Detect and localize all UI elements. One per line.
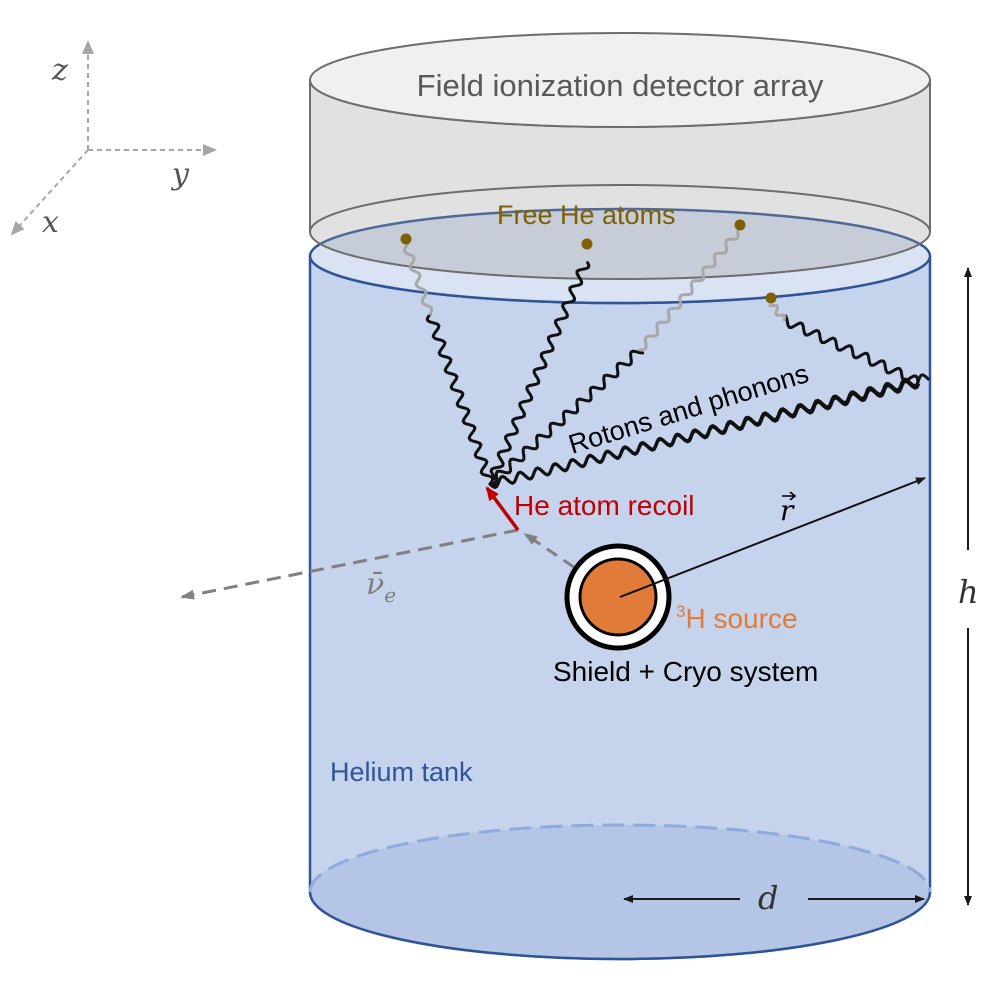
radius-vector: r (619, 477, 926, 598)
height-dimension: h (958, 267, 979, 906)
neutrino-path: ν̄e (180, 528, 591, 607)
helium-tank (308, 207, 932, 961)
tank-bottom-fill (310, 825, 930, 959)
coordinate-axes: z y x (10, 40, 217, 240)
free-atom-3 (734, 219, 746, 231)
radius-vector-arrow-glyph (782, 491, 797, 501)
wave-6-surface (768, 304, 787, 322)
detector-top (309, 32, 931, 128)
tritium-source: 3H source Shield + Cryo system (553, 543, 818, 687)
wave-2-submerged (488, 261, 591, 486)
source-core (578, 557, 658, 637)
neutrino-label: ν̄e (366, 567, 396, 607)
source-to-recoil-arrow (523, 532, 591, 580)
detector-label: Field ionization detector array (417, 68, 824, 103)
source-label: 3H source (676, 602, 798, 634)
tank-top-surface (308, 207, 932, 305)
free-atom-1 (400, 233, 412, 245)
recoil-arrow (485, 486, 520, 532)
radius-label: r (780, 494, 795, 527)
neutrino-arrow (180, 528, 519, 600)
free-atoms-label: Free He atoms (497, 200, 676, 230)
free-atom-4 (765, 292, 777, 304)
he-recoil: He atom recoil (485, 486, 695, 532)
roton-phonon-paths (402, 230, 930, 490)
free-he-atoms: Free He atoms (400, 200, 777, 304)
axis-x-label: x (42, 205, 59, 240)
wave-6-submerged (784, 314, 920, 384)
axis-z-label: z (51, 53, 68, 88)
radius-arrow (619, 477, 926, 598)
wave-5-submerged (488, 373, 930, 490)
wave-3-surface (638, 230, 740, 352)
wave-1-surface (402, 243, 434, 316)
shield-label: Shield + Cryo system (553, 656, 818, 687)
diameter-label: d (758, 879, 778, 917)
detector-array: Field ionization detector array (309, 32, 931, 280)
free-atom-2 (581, 238, 593, 250)
wave-1-submerged (425, 312, 495, 486)
recoil-label: He atom recoil (514, 490, 695, 521)
detector-bottom-back-edge (309, 184, 931, 233)
diameter-dimension: d (623, 879, 925, 917)
x-axis (10, 149, 89, 236)
axis-y-label: y (170, 157, 190, 192)
tank-bottom-back-edge (308, 823, 932, 893)
tank-bottom-front-edge (308, 891, 932, 961)
height-label: h (958, 573, 979, 611)
tank-label: Helium tank (330, 757, 473, 787)
wave-3-submerged (488, 349, 645, 487)
